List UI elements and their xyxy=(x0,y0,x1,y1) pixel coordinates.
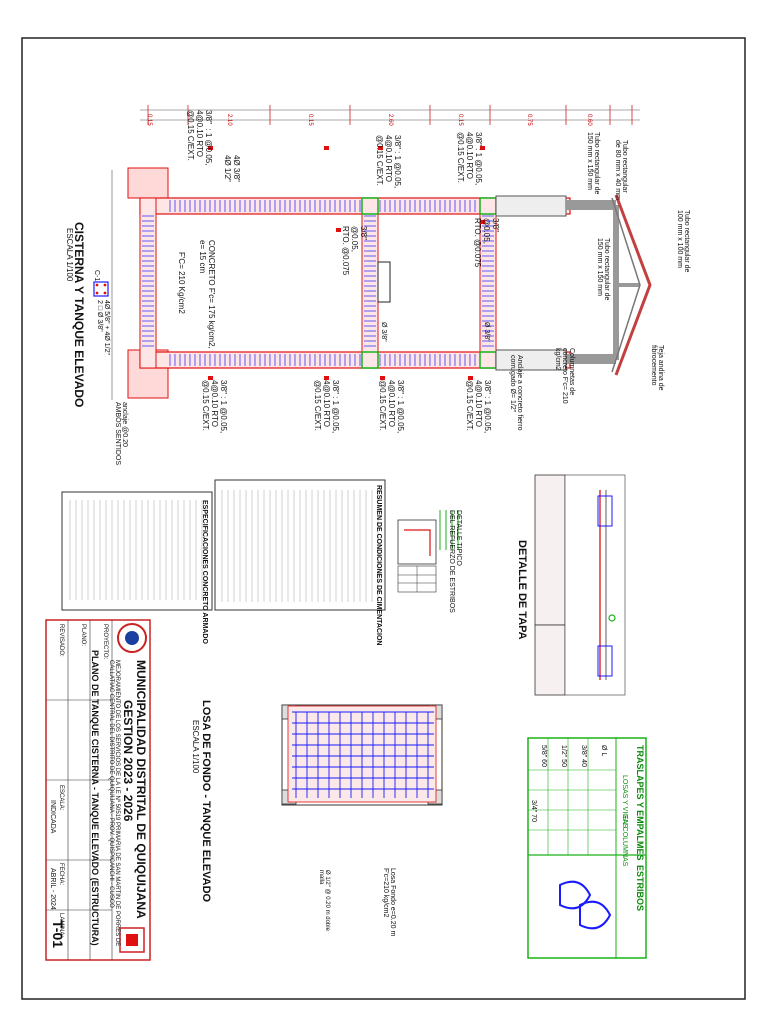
lap-row-3: 5/8" 60 xyxy=(540,745,547,767)
title-date: ABRIL - 2024 xyxy=(49,868,56,910)
slab-note-1: Losa Fondo e=0.20 m F'c=210 kg/cm2 xyxy=(382,868,396,937)
label-escala: ESCALA: xyxy=(58,785,64,811)
title-entity: MUNICIPALIDAD DISTRITAL DE QUIQUIJANA xyxy=(134,660,148,919)
title-project: MEJORAMIENTO DE LOS SERVICIOS DE LA I.E … xyxy=(108,660,120,947)
slab-scale: ESCALA 1/100 xyxy=(191,720,200,774)
main-view-scale: ESCALA 1/100 xyxy=(65,228,74,282)
note-concreto: CONCRETO F'c= 175 kg/cm2, e= 15 cm xyxy=(198,240,216,349)
slab-rebar-grid xyxy=(292,711,434,798)
note-bottom-left: 3/8" : 1 @0.05, 4@0.10 RTO @0.15 C/EXT. xyxy=(201,380,228,434)
lap-splice-table xyxy=(527,737,647,959)
note-top-1: 4Ø 3/8" 4Ø 1/2" xyxy=(223,155,241,182)
main-view-title: CISTERNA Y TANQUE ELEVADO xyxy=(72,222,86,408)
manhole-opening xyxy=(377,261,391,303)
sheet-border xyxy=(21,37,746,1000)
note-roof: Teja andina de fibrocemento xyxy=(650,345,664,391)
steel-post-bottom xyxy=(566,354,616,364)
note-fc: F'C= 210 Kg/cm2 xyxy=(177,252,186,314)
lap-row-head: Ø L xyxy=(600,745,607,757)
dim-7: 0.60 xyxy=(586,114,592,126)
bottom-slab-plan xyxy=(281,704,443,806)
title-scale: INDICADA xyxy=(49,800,56,834)
rebar-stirrups-bottom xyxy=(169,354,561,366)
lap-col-columnas: EN COLUMNAS xyxy=(621,815,628,867)
note-bottom-3: 3/8" : 1 @0.05, 4@0.10 RTO @0.15 C/EXT. xyxy=(465,380,492,434)
lap-row-1: 3/8" 40 xyxy=(580,745,587,767)
lap-row-2: 1/2" 50 xyxy=(560,745,567,767)
note-bar-2: Ø 3/8" xyxy=(483,322,490,342)
note-tube-100: Tubo rectangular de 100 mm x 100 mm xyxy=(676,210,690,273)
spec-box-concrete xyxy=(61,491,213,611)
label-plano: PLANO: xyxy=(80,624,86,647)
roof-tiles xyxy=(614,194,652,376)
spec-concrete-title: ESPECIFICACIONES CONCRETO ARMADO xyxy=(201,500,208,644)
title-block xyxy=(45,619,151,961)
dim-5: 0.15 xyxy=(457,114,463,126)
lap-row-4: 3/4" 70 xyxy=(530,800,537,822)
dim-6: 0.75 xyxy=(526,114,532,126)
label-revisado: REVISADO: xyxy=(58,624,64,657)
column-top xyxy=(495,195,567,217)
note-bottom-2: 3/8" : 1 @0.05, 4@0.10 RTO @0.15 C/EXT. xyxy=(378,380,405,434)
dim-3: 0.15 xyxy=(307,114,313,126)
steel-post-top xyxy=(566,200,616,210)
note-bar-1: Ø 3/8" xyxy=(380,322,387,342)
tank-floor-slab xyxy=(361,197,379,369)
note-bottom-1: 3/8" : 1 @0.05, 4@0.10 RTO @0.15 C/EXT. xyxy=(313,380,340,434)
red-note-markers xyxy=(208,146,485,380)
spec-text-lines xyxy=(69,490,379,602)
dim-4: 2.60 xyxy=(387,114,393,126)
dim-2: 2.10 xyxy=(226,114,232,126)
column-c1-note: 4Ø 5/8" + 4Ø 1/2" 2 □ Ø 3/8" xyxy=(96,300,110,355)
column-c1-label: C-1 xyxy=(93,270,100,282)
note-columnetas: Columnetas de concreto F'c= 210 kg/cm2 xyxy=(554,348,575,404)
note-tube-150: Tubo rectangular de 150 mm x 150 mm xyxy=(586,132,600,195)
cistern-cap-top xyxy=(127,167,169,199)
title-period: GESTION 2023 - 2026 xyxy=(121,700,135,822)
cistern-base-slab xyxy=(139,197,157,369)
lid-detail-title: DETALLE DE TAPA xyxy=(516,540,528,640)
note-top-3: 3/8" : 1 @0.05, 4@0.10 RTO @0.15 C/EXT. xyxy=(375,135,402,189)
note-tube-150b: Tubo rectangular de 150 mm x 150 mm xyxy=(596,238,610,301)
stirrup-detail xyxy=(397,510,459,593)
title-plan: PLANO DE TANQUE CISTERNA - TANQUE ELEVAD… xyxy=(90,650,100,946)
note-mid-1: 3/8" @0.05, RTO. @0.075 xyxy=(341,226,368,276)
stirrup-detail-title: DETALLE TIPICO DEL REFUERZO DE ESTRIBOS xyxy=(448,510,462,613)
note-tube-80: Tubo rectangular de 80 mm x 40 mm xyxy=(614,140,628,200)
lap-table-title: TRASLAPES Y EMPALMES xyxy=(635,745,645,861)
note-top-4: 3/8" : 1 @0.05, 4@0.10 RTO @0.15 C/EXT. xyxy=(456,132,483,186)
main-section-view xyxy=(93,105,652,400)
lid-detail xyxy=(534,474,626,696)
slab-title: LOSA DE FONDO - TANQUE ELEVADO xyxy=(200,700,212,903)
note-mid-2: 3/8" @0.05, RTO. @0.075 xyxy=(473,218,500,268)
title-sheet-number: T-01 xyxy=(50,920,66,949)
stirrup-table-title: ESTRIBOS xyxy=(635,865,645,912)
dim-1: 0.15 xyxy=(146,114,152,126)
label-proyecto: PROYECTO: xyxy=(102,624,108,660)
slab-note-2: Ø 1/2" @ 0.20 m doble malla xyxy=(318,870,330,931)
label-fecha: FECHA: xyxy=(58,863,64,886)
note-anclaje-020: anclaje @0.20 AMBOS SENTIDOS xyxy=(114,402,128,466)
spec-foundation-title: RESUMEN DE CONDICIONES DE CIMENTACION xyxy=(375,485,382,646)
note-top-2: 3/8" : 1 @0.05, 4@0.10 RTO @0.15 C/EXT. xyxy=(186,110,213,166)
rebar-stirrups-vertical xyxy=(142,215,494,347)
note-anclaje-fierro: Anclaje a concreto fierro corrugado Ø= 1… xyxy=(509,355,523,431)
